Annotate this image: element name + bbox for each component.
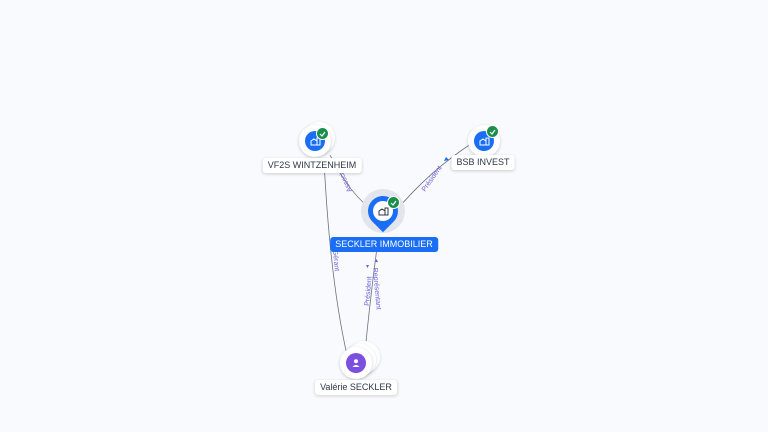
node-bsb[interactable]: [468, 125, 502, 159]
node-label-valerie[interactable]: Valérie SECKLER: [315, 380, 397, 395]
node-label-bsb[interactable]: BSB INVEST: [451, 155, 515, 170]
building-icon: [378, 207, 388, 216]
edge-label-gerant: Gérant: [331, 250, 340, 272]
verified-check-icon: [486, 125, 499, 138]
edge-label-representant: Représentant: [371, 268, 382, 311]
node-seckler[interactable]: [361, 189, 405, 233]
person-icon: [346, 353, 366, 373]
node-label-vf2s[interactable]: VF2S WINTZENHEIM: [262, 158, 362, 173]
edge-valerie-seckler-a[interactable]: [364, 239, 379, 353]
arrow-president: [366, 265, 369, 268]
node-label-seckler[interactable]: SECKLER IMMOBILIER: [330, 237, 438, 252]
node-vf2s[interactable]: [299, 122, 335, 159]
edge-label-president-bsb: Président: [421, 165, 444, 193]
arrow-bsb: [444, 157, 449, 161]
edge-valerie-vf2s[interactable]: [323, 159, 348, 356]
edge-label-president-valerie: Président: [364, 276, 374, 306]
arrow-representant: [375, 259, 378, 262]
verified-check-icon: [316, 127, 329, 140]
verified-check-icon: [387, 196, 400, 209]
node-valerie[interactable]: [340, 341, 380, 381]
